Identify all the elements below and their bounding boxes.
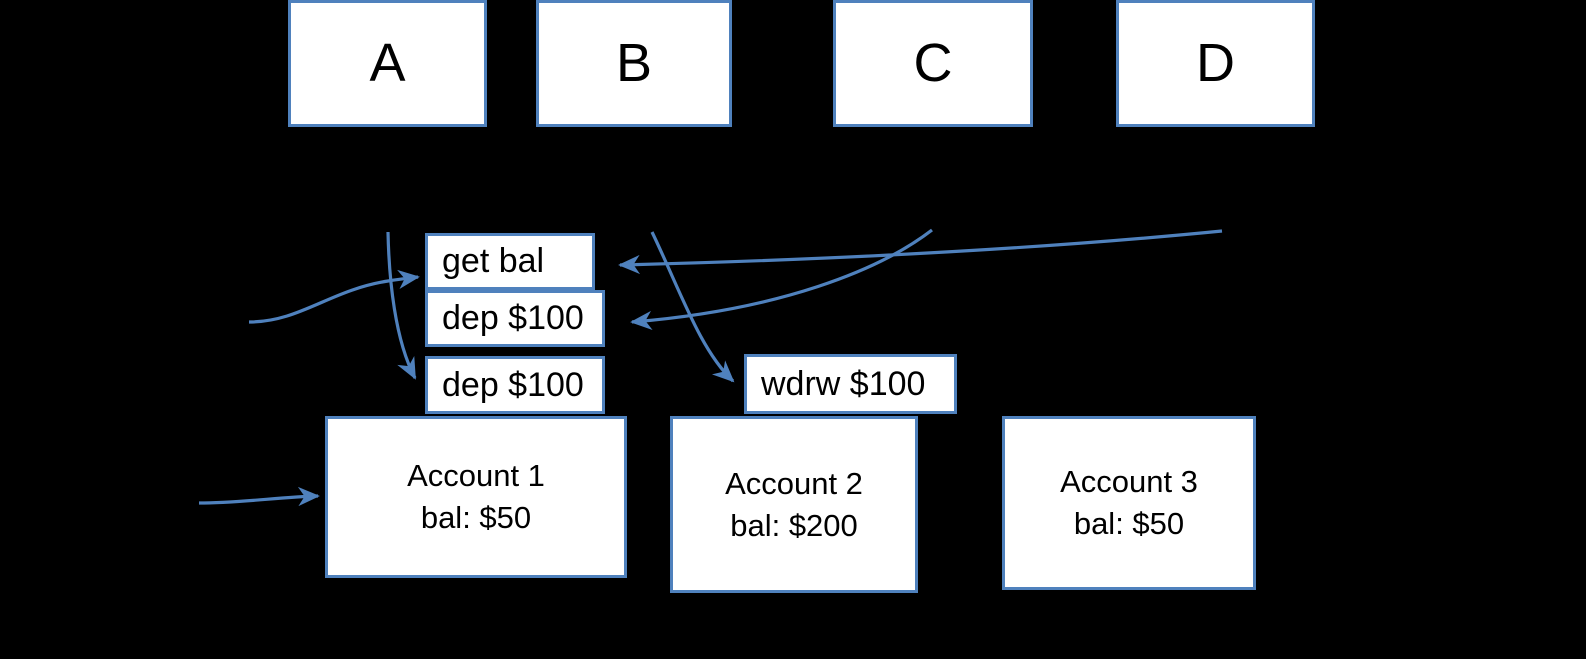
arrow-into-get-bal-from-left [248, 269, 420, 324]
node-box-c[interactable]: C [833, 0, 1033, 127]
node-box-a-label: A [369, 33, 406, 94]
message-box-dep-100-upper-label: dep $100 [442, 299, 584, 338]
account-box-1[interactable]: Account 1 bal: $50 [325, 416, 627, 578]
message-box-dep-100-lower[interactable]: dep $100 [425, 356, 605, 414]
node-box-c-label: C [913, 33, 953, 94]
message-box-dep-100-lower-label: dep $100 [442, 365, 584, 404]
message-box-wdrw-100-label: wdrw $100 [761, 364, 926, 403]
node-box-d-label: D [1196, 33, 1235, 94]
account-box-1-name: Account 1 [407, 458, 545, 494]
arrow-into-get-bal-from-right [618, 229, 1223, 275]
account-box-3[interactable]: Account 3 bal: $50 [1002, 416, 1256, 590]
node-box-b-label: B [615, 33, 653, 94]
arrow-into-wdrw-100 [650, 231, 735, 383]
message-box-wdrw-100[interactable]: wdrw $100 [744, 354, 957, 414]
message-box-get-bal[interactable]: get bal [425, 233, 595, 290]
arrow-into-account-1 [198, 486, 320, 507]
arrow-into-dep-100-upper-from-right [630, 228, 933, 330]
node-box-a[interactable]: A [288, 0, 487, 127]
account-box-3-name: Account 3 [1060, 464, 1198, 500]
node-box-d[interactable]: D [1116, 0, 1315, 127]
account-box-3-balance: bal: $50 [1073, 506, 1185, 541]
account-box-2-name: Account 2 [725, 465, 863, 501]
account-box-1-balance: bal: $50 [420, 500, 532, 535]
message-box-get-bal-label: get bal [442, 242, 545, 281]
arrow-into-dep-100-lower-from-top [386, 231, 417, 380]
account-box-2-balance: bal: $200 [730, 507, 858, 543]
account-box-2[interactable]: Account 2 bal: $200 [670, 416, 918, 593]
node-box-b[interactable]: B [536, 0, 732, 127]
message-box-dep-100-upper[interactable]: dep $100 [425, 290, 605, 347]
